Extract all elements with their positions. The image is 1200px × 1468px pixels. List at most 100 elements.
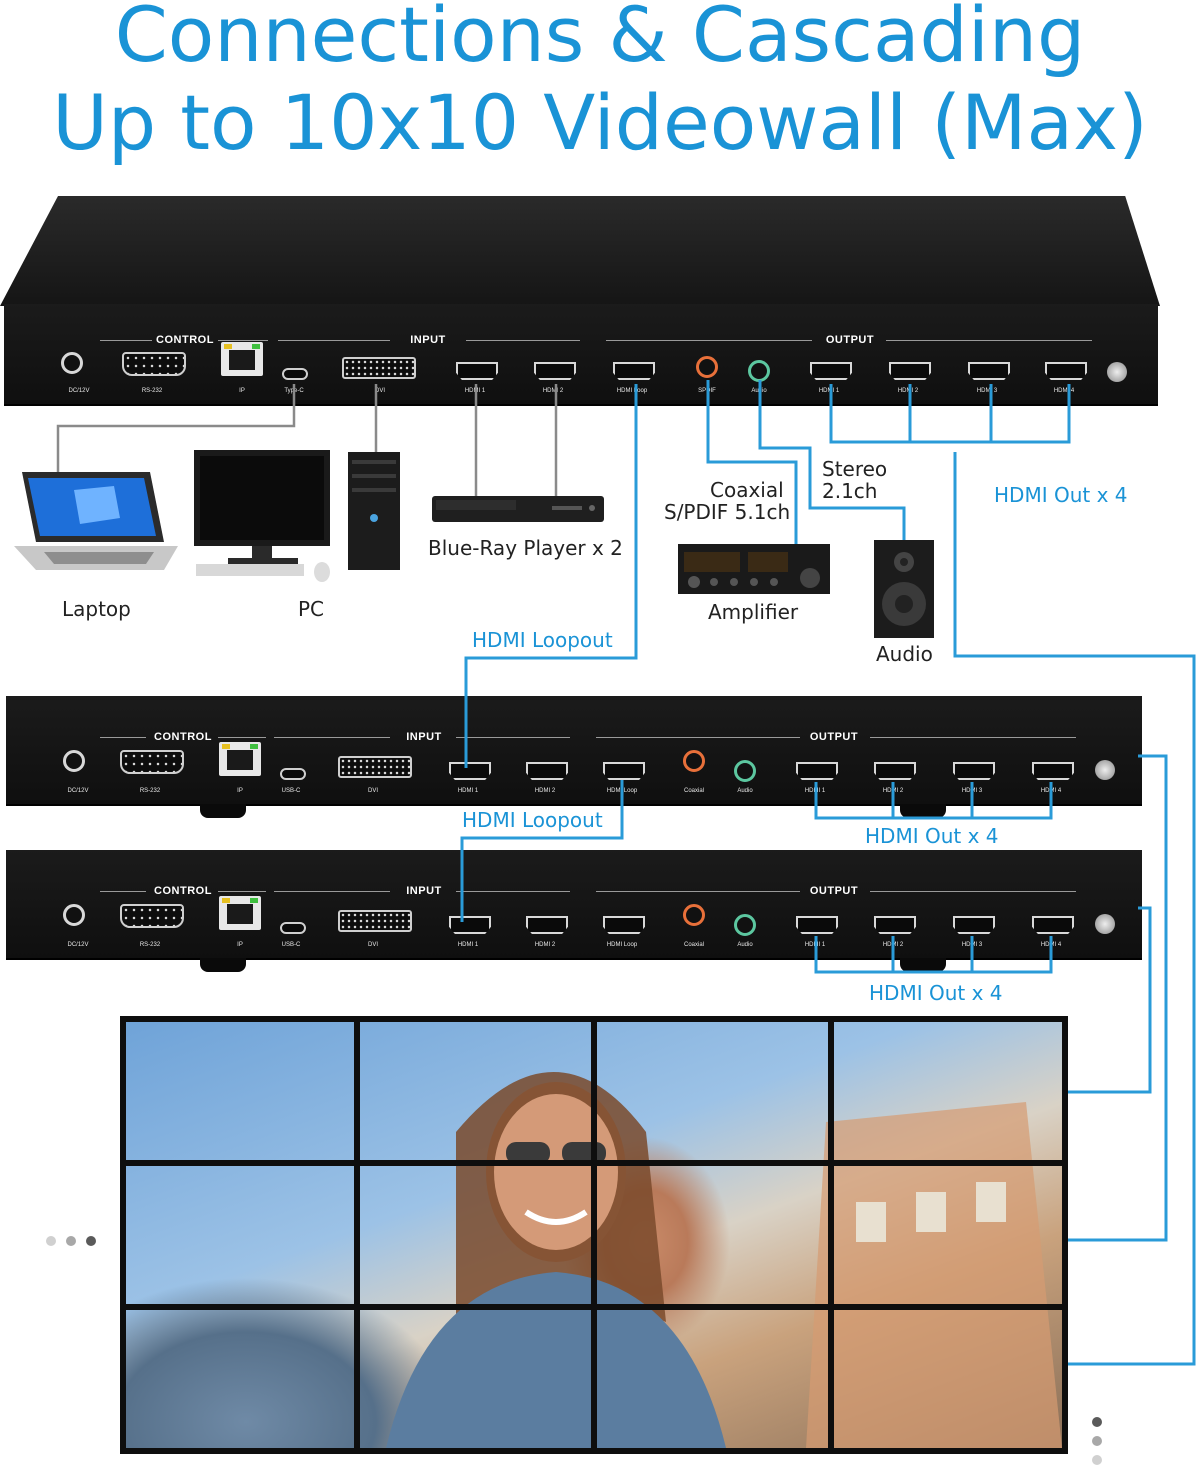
pc-icon (194, 450, 400, 582)
hdmi-out-wire-1 (1068, 754, 1168, 1242)
carousel-dot[interactable] (1092, 1436, 1102, 1446)
laptop-icon (14, 472, 178, 570)
carousel-dot-active[interactable] (1092, 1417, 1102, 1427)
ip-port (221, 342, 263, 376)
carousel-dot-active[interactable] (86, 1236, 96, 1246)
ground-screw-icon (1095, 760, 1115, 780)
spdif-wire (706, 380, 798, 548)
hdmi-loopout-label-1: HDMI Loopout (472, 628, 613, 652)
ip-port (219, 896, 261, 930)
dvi-port (338, 756, 412, 778)
hdmi-out-1-port (810, 362, 852, 380)
hdmi-in-1-port (456, 362, 498, 380)
dvi-port (342, 357, 416, 379)
speaker-icon (874, 540, 934, 638)
hdmi-out-3-port (968, 362, 1010, 380)
hdmi-in-2-port (526, 762, 568, 780)
port-label: RS-232 (139, 788, 161, 794)
spdif-port (696, 356, 718, 378)
rs232-port (122, 352, 186, 376)
port-label: Audio (737, 788, 753, 794)
videowall-image (120, 1016, 1068, 1454)
hdmi-in-1-port (449, 762, 491, 780)
port-label: HDMI 1 (818, 388, 840, 394)
hdmi-in-1-port (449, 916, 491, 934)
type-c-port (282, 368, 308, 380)
port-label: HDMI 2 (534, 942, 556, 948)
ground-screw-icon (1107, 362, 1127, 382)
hdmi-out-label-main: HDMI Out x 4 (994, 483, 1128, 507)
dc-12v-port (63, 904, 85, 926)
port-label: Coaxial (683, 942, 704, 948)
audio-port (734, 760, 756, 782)
audio-label: Audio (876, 642, 933, 666)
port-label: HDMI Loop (616, 388, 648, 394)
stereo-label-line-1: Stereo (822, 457, 888, 481)
carousel-dot[interactable] (1092, 1455, 1102, 1465)
hdmi-in-2-port (534, 362, 576, 380)
laptop-label: Laptop (62, 597, 131, 621)
hdmi-out-1-port (796, 762, 838, 780)
group-label-control: CONTROL (154, 731, 212, 743)
port-label: DC/12V (67, 788, 89, 794)
hdmi-in-2-port (526, 916, 568, 934)
hdmi-out-3-port (953, 916, 995, 934)
hdmi-loopout-label-2: HDMI Loopout (462, 808, 603, 832)
rs232-port (120, 904, 184, 928)
group-label-input: INPUT (410, 334, 446, 346)
device-top-panel (0, 196, 1160, 306)
hdmi-out-4-port (1032, 762, 1074, 780)
stereo-label-line-2: 2.1ch (822, 479, 878, 503)
hdmi-out-2-port (874, 916, 916, 934)
port-label: DVI (367, 788, 378, 794)
usb-c-port (280, 768, 306, 780)
port-label: HDMI 1 (457, 942, 479, 948)
hdmi-out-1-port (796, 916, 838, 934)
port-label: DVI (374, 388, 385, 394)
hdmi-out-2-port (889, 362, 931, 380)
port-label: DC/12V (67, 942, 89, 948)
group-label-output: OUTPUT (809, 731, 859, 743)
hdmi-out-wire-main (953, 452, 1196, 1366)
port-label: IP (237, 942, 243, 948)
audio-wire (758, 380, 906, 540)
carousel-dot[interactable] (46, 1236, 56, 1246)
port-label: IP (237, 788, 243, 794)
hdmi-loopout-wire-1 (464, 384, 638, 768)
port-label: HDMI 4 (1053, 388, 1075, 394)
port-label: HDMI 2 (534, 788, 556, 794)
port-label: USB-C (281, 942, 301, 948)
port-label: Audio (737, 942, 753, 948)
hdmi-loop-port (603, 916, 645, 934)
group-label-output: OUTPUT (825, 334, 875, 346)
audio-port (734, 914, 756, 936)
device-front-panel (4, 304, 1158, 406)
hdmi-out-wire-2 (1068, 906, 1152, 1094)
group-label-input: INPUT (406, 731, 442, 743)
laptop-wire (56, 384, 296, 474)
dvi-port (338, 910, 412, 932)
hdmi-out-4-port (1032, 916, 1074, 934)
ground-screw-icon (1095, 914, 1115, 934)
amplifier-label: Amplifier (708, 600, 799, 624)
ip-port (219, 742, 261, 776)
port-label: IP (239, 388, 245, 394)
bluray-player-icon (432, 496, 604, 522)
page-title-line-1: Connections & Cascading (114, 0, 1086, 79)
coaxial-port (683, 904, 705, 926)
dc-12v-port (63, 750, 85, 772)
port-label: USB-C (281, 788, 301, 794)
coaxial-port (683, 750, 705, 772)
amplifier-icon (678, 544, 830, 594)
group-label-output: OUTPUT (809, 885, 859, 897)
port-label: DC/12V (68, 388, 90, 394)
group-label-control: CONTROL (154, 885, 212, 897)
hdmi-out-3-port (953, 762, 995, 780)
bluray-label: Blue-Ray Player x 2 (428, 536, 623, 560)
port-label: DVI (367, 942, 378, 948)
carousel-dot[interactable] (66, 1236, 76, 1246)
hdmi-loop-port (603, 762, 645, 780)
dc-12v-port (61, 352, 83, 374)
port-label: HDMI Loop (606, 942, 638, 948)
